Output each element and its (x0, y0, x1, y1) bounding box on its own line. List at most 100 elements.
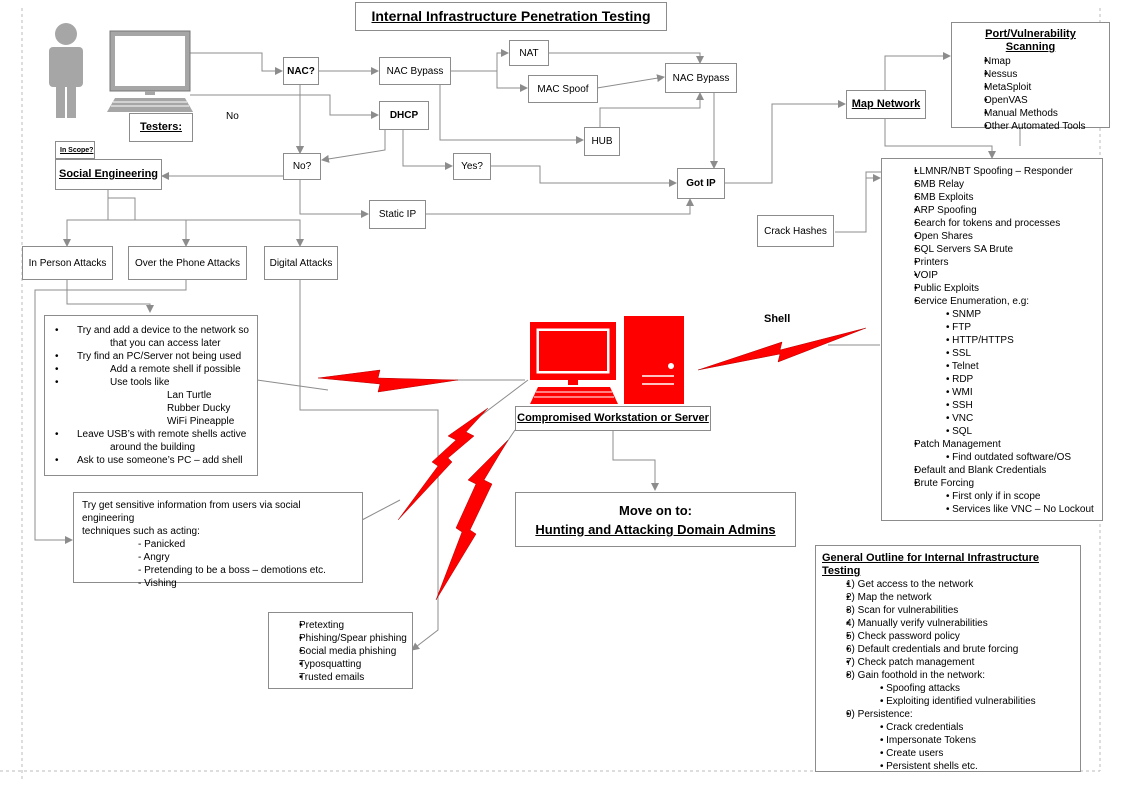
attack-item: - FTP (888, 321, 1096, 334)
attack-item: - SNMP (888, 308, 1096, 321)
outline-item: - Create users (822, 747, 1074, 760)
compromised-node: Compromised Workstation or Server (515, 406, 711, 431)
in-person-item: •Try and add a device to the network so (55, 324, 257, 337)
attacks-list-box: LLMNR/NBT Spoofing – ResponderSMB RelayS… (881, 158, 1103, 521)
shell-label: Shell (764, 313, 791, 325)
outline-item: - Impersonate Tokens (822, 734, 1074, 747)
in-person-item-text: Add a remote shell if possible (110, 364, 241, 375)
digital-item: Typosquatting (275, 658, 406, 671)
in-person-item-text: Try find an PC/Server not being used (77, 351, 242, 362)
digital-item: Trusted emails (275, 671, 406, 684)
attack-item: Brute Forcing (888, 477, 1096, 490)
in-person-item-text: Try and add a device to the network so (77, 325, 249, 336)
got-ip-node: Got IP (677, 168, 725, 199)
outline-item: 2) Map the network (822, 591, 1074, 604)
attack-item: - Telnet (888, 360, 1096, 373)
attack-item: - WMI (888, 386, 1096, 399)
attack-item: - HTTP/HTTPS (888, 334, 1096, 347)
in-person-item: •Try find an PC/Server not being used (55, 350, 257, 363)
attack-item: - SSL (888, 347, 1096, 360)
outline-item: 7) Check patch management (822, 656, 1074, 669)
outline-item: - Exploiting identified vulnerabilities (822, 695, 1074, 708)
digital-item: Pretexting (275, 619, 406, 632)
move-on-box: Move on to: Hunting and Attacking Domain… (515, 492, 796, 547)
outline-item: 6) Default credentials and brute forcing (822, 643, 1074, 656)
in-person-item-text: Use tools like (110, 377, 170, 388)
nac-bypass-node-1: NAC Bypass (379, 57, 451, 85)
social-engineering-label: Social Engineering (58, 168, 159, 180)
in-person-item-text: Ask to use someone’s PC – add shell (77, 455, 243, 466)
attack-item: - SSH (888, 399, 1096, 412)
port-scanning-item: Nmap (960, 55, 1101, 68)
lightning-bolt-middle (397, 407, 489, 521)
attack-item: - SQL (888, 425, 1096, 438)
port-scanning-item: Nessus (960, 68, 1101, 81)
over-the-phone-node: Over the Phone Attacks (128, 246, 247, 280)
outline-item: - Spoofing attacks (822, 682, 1074, 695)
attack-item: - Find outdated software/OS (888, 451, 1096, 464)
lightning-bolt-lower (435, 439, 509, 601)
in-person-item-text: Lan Turtle (167, 390, 212, 401)
attack-item: LLMNR/NBT Spoofing – Responder (888, 165, 1096, 178)
digital-list: PretextingPhishing/Spear phishingSocial … (275, 619, 407, 684)
attack-item: Default and Blank Credentials (888, 464, 1096, 477)
bullet-glyph: • (55, 377, 59, 388)
digital-item: Phishing/Spear phishing (275, 632, 407, 645)
computer-icon (107, 30, 193, 112)
port-scanning-item: Other Automated Tools (960, 120, 1101, 133)
in-person-attacks-node: In Person Attacks (22, 246, 113, 280)
in-person-item: WiFi Pineapple (55, 415, 257, 428)
attack-item: ARP Spoofing (888, 204, 1096, 217)
attack-item: SQL Servers SA Brute (888, 243, 1096, 256)
in-scope-label: In Scope? (60, 147, 94, 154)
outline-item: 9) Persistence: (822, 708, 1074, 721)
bullet-glyph: • (55, 429, 59, 440)
in-scope-tag: In Scope? (55, 141, 95, 159)
nac-bypass-node-2: NAC Bypass (665, 63, 737, 93)
social-engineering-node: Social Engineering (55, 159, 162, 190)
attacks-list: LLMNR/NBT Spoofing – ResponderSMB RelayS… (888, 165, 1096, 516)
attack-item: Public Exploits (888, 282, 1096, 295)
testers-label-text: Testers: (140, 121, 182, 133)
lightning-bolt-right (697, 327, 867, 371)
nat-node: NAT (509, 40, 549, 66)
map-network-node: Map Network (846, 90, 926, 119)
yes-question-node: Yes? (453, 153, 491, 180)
digital-attacks-node: Digital Attacks (264, 246, 338, 280)
mac-spoof-node: MAC Spoof (528, 75, 598, 103)
digital-item: Social media phishing (275, 645, 406, 658)
outline-item: 1) Get access to the network (822, 578, 1074, 591)
move-on-target: Hunting and Attacking Domain Admins (535, 522, 776, 537)
general-outline-title: General Outline for Internal Infrastruct… (822, 552, 1039, 577)
testers-label: Testers: (129, 113, 193, 142)
phone-item: - Panicked (138, 539, 186, 550)
attack-item: SMB Exploits (888, 191, 1096, 204)
phone-item: - Angry (138, 552, 170, 563)
nac-question-node: NAC? (283, 57, 319, 85)
phone-items: - Panicked - Angry - Pretending to be a bo… (82, 538, 354, 590)
phone-intro-2: techniques such as acting: (82, 526, 200, 537)
phone-attacks-box: Try get sensitive information from users… (73, 492, 363, 589)
in-person-item-text: that you can access later (110, 338, 221, 349)
in-person-item: •Ask to use someone’s PC – add shell (55, 454, 257, 467)
attack-item: Service Enumeration, e.g: (888, 295, 1096, 308)
in-person-item: • Use tools like (55, 376, 257, 389)
in-person-item-text: WiFi Pineapple (167, 416, 235, 427)
in-person-item: around the building (55, 441, 257, 454)
port-scanning-title: Port/Vulnerability Scanning (985, 28, 1076, 53)
person-icon (49, 23, 83, 118)
port-scanning-list: NmapNessusMetaSploitOpenVASManual Method… (960, 55, 1101, 133)
attack-item: VOIP (888, 269, 1096, 282)
in-person-item: that you can access later (55, 337, 257, 350)
phone-intro-1: Try get sensitive information from users… (82, 500, 301, 524)
page-title: Internal Infrastructure Penetration Test… (355, 2, 667, 31)
outline-item: 8) Gain foothold in the network: (822, 669, 1074, 682)
lightning-bolt-left (317, 369, 459, 393)
attack-item: Printers (888, 256, 1096, 269)
port-scanning-item: Manual Methods (960, 107, 1101, 120)
phone-item: - Pretending to be a boss – demotions et… (138, 565, 326, 576)
port-scanning-box: Port/Vulnerability Scanning NmapNessusMe… (951, 22, 1110, 133)
